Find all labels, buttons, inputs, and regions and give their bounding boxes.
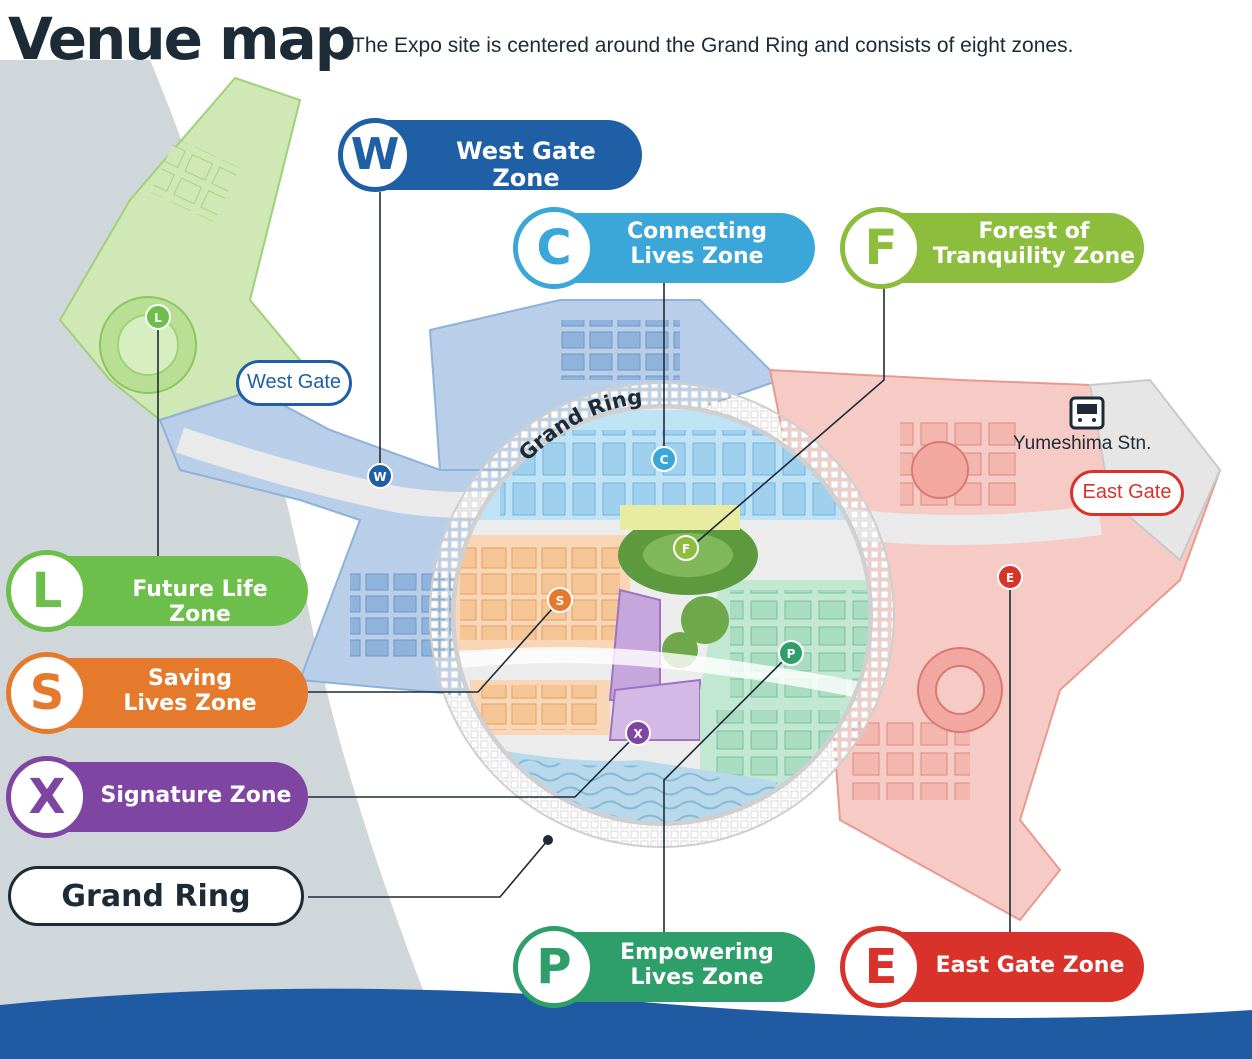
svg-text:W: W	[373, 470, 386, 484]
zone-label-x: Signature Zone	[100, 783, 292, 808]
grand-ring-pill[interactable]: Grand Ring	[8, 866, 304, 926]
zone-label-p: Empowering Lives Zone	[620, 940, 774, 990]
page-subtitle: The Expo site is centered around the Gra…	[352, 34, 1074, 57]
zone-label-e: East Gate Zone	[935, 953, 1125, 978]
svg-text:C: C	[660, 453, 669, 467]
zone-pill-empowering-lives[interactable]: P Empowering Lives Zone	[513, 926, 815, 1008]
grand-ring-map-label: Grand Ring	[514, 385, 643, 466]
zone-markers	[145, 304, 1023, 746]
zone-badge-l: L	[6, 550, 88, 632]
zone-badge-e: E	[840, 926, 922, 1008]
zone-pill-future-life[interactable]: L Future Life Zone	[6, 550, 308, 632]
zone-label-w: West Gate Zone	[456, 137, 596, 192]
zone-label-l: Future Life Zone	[132, 577, 268, 627]
svg-text:P: P	[787, 647, 796, 661]
zone-badge-p: P	[513, 926, 595, 1008]
zone-badge-f: F	[840, 207, 922, 289]
zone-pill-east-gate[interactable]: E East Gate Zone	[840, 926, 1144, 1008]
train-icon	[1069, 396, 1105, 430]
west-gate-label: West Gate	[246, 371, 342, 393]
zone-badge-w: W	[338, 118, 412, 192]
grand-ring-label: Grand Ring	[61, 878, 251, 914]
zone-label-s: Saving Lives Zone	[123, 666, 257, 716]
svg-text:Grand Ring: Grand Ring	[514, 385, 643, 466]
station-label: Yumeshima Stn.	[1013, 433, 1152, 454]
svg-text:S: S	[556, 594, 565, 608]
zone-label-f: Forest of Tranquility Zone	[932, 219, 1136, 269]
svg-text:F: F	[682, 542, 690, 556]
zone-pill-saving-lives[interactable]: S Saving Lives Zone	[6, 652, 308, 734]
zone-badge-x: X	[6, 756, 88, 838]
zone-pill-connecting-lives[interactable]: C Connecting Lives Zone	[513, 207, 815, 289]
zone-pill-forest-tranquility[interactable]: F Forest of Tranquility Zone	[840, 207, 1144, 289]
svg-text:X: X	[633, 727, 643, 741]
zone-badge-s: S	[6, 652, 88, 734]
zone-label-c: Connecting Lives Zone	[626, 219, 767, 269]
svg-text:L: L	[154, 311, 162, 325]
page-title: Venue map	[8, 5, 356, 73]
east-gate-label: East Gate	[1082, 481, 1172, 503]
zone-badge-c: C	[513, 207, 595, 289]
east-gate-bubble[interactable]: East Gate	[1070, 470, 1184, 516]
zone-pill-signature[interactable]: X Signature Zone	[6, 756, 308, 838]
zone-pill-west-gate[interactable]: W West Gate Zone	[338, 118, 642, 192]
west-gate-bubble[interactable]: West Gate	[236, 360, 352, 406]
svg-text:E: E	[1006, 571, 1014, 585]
